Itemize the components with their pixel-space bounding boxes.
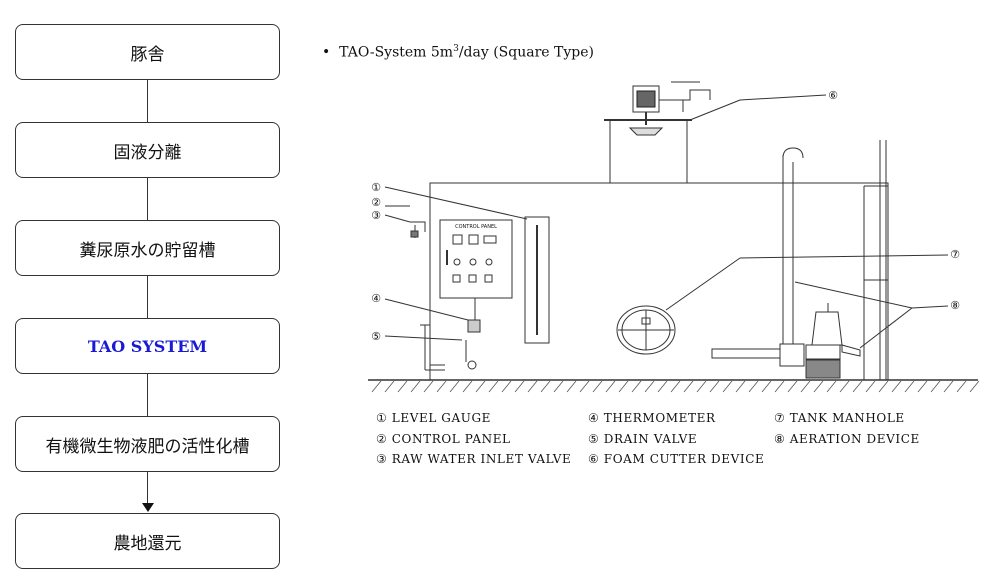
flow-step-label: 有機微生物液肥の活性化槽 [45,436,250,457]
hatch-mark [696,380,707,393]
flow-step-label: 固液分離 [113,142,182,163]
tank-manhole [616,305,676,355]
callout-4: ④ [371,292,381,305]
legend-column-2: ④ THERMOMETER ⑤ DRAIN VALVE ⑥ FOAM CUTTE… [588,408,764,470]
flow-connector [147,374,149,416]
callout-8: ⑧ [950,299,960,312]
control-panel-label: CONTROL PANEL [455,224,497,230]
hatch-mark [826,380,837,393]
legend-item: ⑤ DRAIN VALVE [588,431,698,446]
title-tail: /day (Square Type) [458,44,594,61]
hatch-mark [865,380,876,393]
flow-step-farmland-return: 農地還元 [15,513,280,569]
flow-step-solid-liquid-separation: 固液分離 [15,122,280,178]
legend-column-1: ① LEVEL GAUGE ② CONTROL PANEL ③ RAW WATE… [376,408,571,470]
hatch-mark [631,380,642,393]
callout-5: ⑤ [371,330,381,343]
legend-item: ③ RAW WATER INLET VALVE [376,452,572,466]
flow-step-label: TAO SYSTEM [87,336,208,356]
hatch-mark [644,380,655,393]
hatch-mark [878,380,889,393]
hatch-mark [553,380,564,393]
hatch-mark [813,380,824,393]
title-superscript: 3 [453,44,459,54]
hatch-mark [566,380,577,393]
legend-item: ④ THERMOMETER [588,411,716,425]
hatch-mark [709,380,720,393]
hatch-mark [761,380,772,393]
callout-3: ③ [371,209,381,222]
hatch-mark [592,380,603,393]
flow-connector [147,178,149,220]
legend-item: ⑧ AERATION DEVICE [774,431,920,446]
hatch-mark [787,380,798,393]
flow-step-label: 糞尿原水の貯留槽 [79,240,216,261]
hatch-mark [969,380,980,393]
hatch-mark [514,380,525,393]
hatch-mark [397,380,408,393]
hatch-mark [722,380,733,393]
hatch-mark [930,380,941,393]
hatch-mark [462,380,473,393]
flow-step-pig-barn: 豚舎 [15,24,280,80]
hatch-mark [488,380,499,393]
hatch-mark [384,380,395,393]
hatch-mark [423,380,434,393]
flow-step-tao-system: TAO SYSTEM [15,318,280,374]
hatch-mark [410,380,421,393]
hatch-mark [670,380,681,393]
legend-item: ⑦ TANK MANHOLE [774,411,905,425]
flow-connector [147,276,149,318]
hatch-mark [579,380,590,393]
title-bullet: • [322,44,331,61]
hatch-mark [748,380,759,393]
hatch-mark [540,380,551,393]
hatch-mark [371,380,382,393]
hatch-mark [475,380,486,393]
hatch-mark [735,380,746,393]
hatch-mark [774,380,785,393]
hatch-mark [891,380,902,393]
diagram-title: • TAO-System 5m3/day (Square Type) [322,44,594,61]
flow-connector [147,80,149,122]
hatch-mark [683,380,694,393]
hatch-mark [501,380,512,393]
hatch-mark [618,380,629,393]
hatch-mark [839,380,850,393]
legend-item: ② CONTROL PANEL [376,431,511,446]
control-panel [439,219,513,299]
hatch-mark [943,380,954,393]
legend-item: ① LEVEL GAUGE [376,411,492,425]
hatch-mark [527,380,538,393]
title-main: TAO-System 5m [339,44,454,61]
hatch-mark [449,380,460,393]
hatch-mark [436,380,447,393]
callout-7: ⑦ [950,248,960,261]
hatch-mark [917,380,928,393]
flow-step-storage-tank: 糞尿原水の貯留槽 [15,220,280,276]
hatch-mark [605,380,616,393]
hatch-mark [657,380,668,393]
flow-step-activation-tank: 有機微生物液肥の活性化槽 [15,416,280,472]
callout-6: ⑥ [828,89,838,102]
hatch-mark [904,380,915,393]
legend-item: ⑥ FOAM CUTTER DEVICE [588,452,765,466]
ground-hatching [371,380,980,393]
level-gauge [524,216,550,344]
hatch-mark [956,380,967,393]
flow-step-label: 農地還元 [113,533,182,554]
flow-arrowhead [142,503,154,512]
flow-step-label: 豚舎 [130,44,165,65]
callout-2: ② [371,196,381,209]
flow-connector [147,472,149,504]
legend-column-3: ⑦ TANK MANHOLE ⑧ AERATION DEVICE [774,408,920,449]
hatch-mark [800,380,811,393]
callout-1: ① [371,181,381,194]
hatch-mark [852,380,863,393]
